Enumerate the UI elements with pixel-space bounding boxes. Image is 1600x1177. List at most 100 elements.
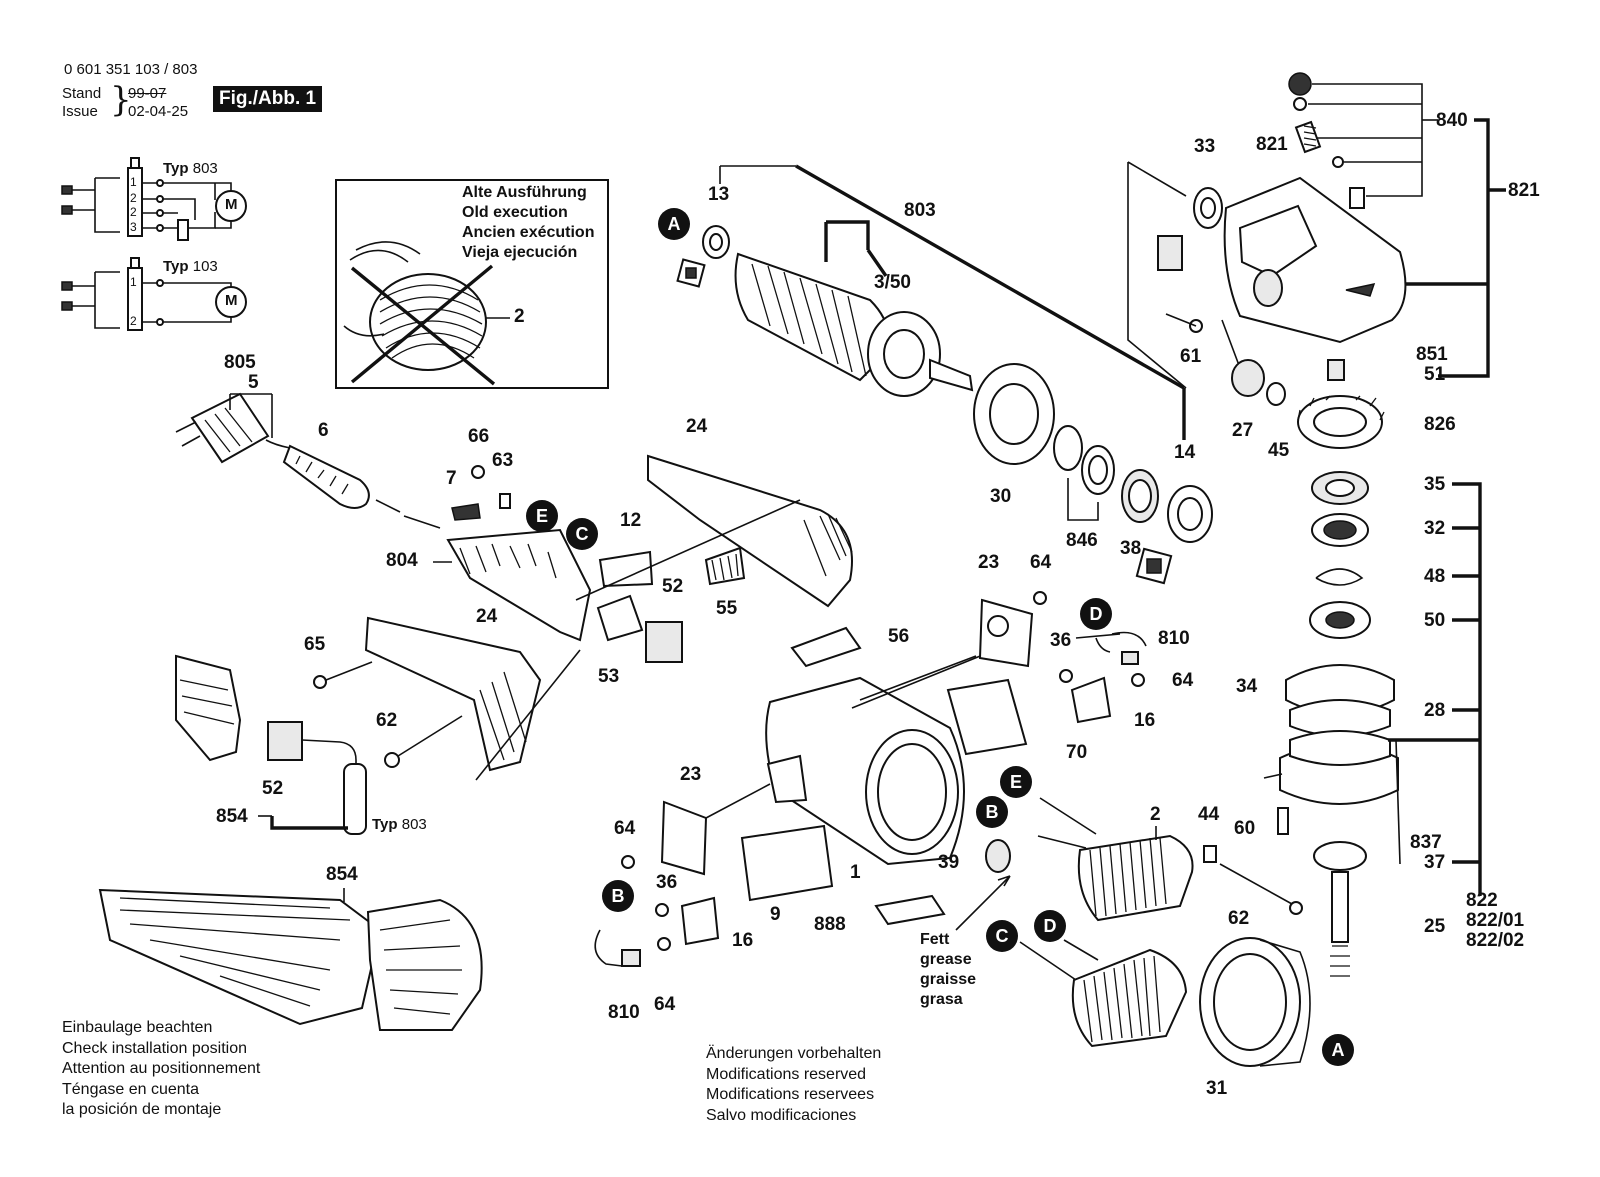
inset-caption: Alte Ausführung Old execution Ancien exé…: [462, 184, 595, 261]
motor-housing-1: [765, 647, 1001, 866]
callout-c-left: C: [566, 518, 598, 550]
part-label-826: 826: [1424, 414, 1456, 435]
part-label-44: 44: [1198, 804, 1220, 825]
part-label-1: 1: [850, 862, 861, 883]
part-label-16-right: 16: [1134, 710, 1156, 731]
part-label-52-left: 52: [262, 778, 284, 799]
part-label-65: 65: [304, 634, 326, 655]
part-label-51: 51: [1424, 364, 1446, 385]
armature-803: [719, 164, 1186, 440]
part-label-35: 35: [1424, 474, 1446, 495]
pin-label: 3: [130, 220, 137, 234]
part-label-23-bottom: 23: [680, 764, 702, 785]
gear-housing-821: [1127, 161, 1407, 389]
figure-label: Fig./Abb. 1: [213, 86, 323, 112]
wiring-diagram-103: [61, 257, 247, 331]
issue-label: Issue: [62, 103, 98, 120]
part-label-5: 5: [248, 372, 259, 393]
field-coil-2: [1037, 797, 1303, 922]
typ-803-note: Typ 803: [372, 816, 427, 833]
power-cord-805: [175, 392, 441, 529]
part-label-25: 25: [1424, 916, 1446, 937]
gear-train: [1231, 359, 1385, 639]
part-label-64-right: 64: [1172, 670, 1194, 691]
installation-note: Einbaulage beachten Check installation p…: [62, 1019, 261, 1118]
inset-part-number: 2: [514, 306, 525, 327]
part-label-53: 53: [598, 666, 620, 687]
part-label-6: 6: [318, 420, 329, 441]
part-label-48: 48: [1424, 566, 1446, 587]
grease-note: Fett grease graisse grasa: [920, 931, 977, 1008]
brace-symbol: }: [110, 80, 132, 120]
inset-old-execution: [335, 179, 609, 389]
switch-assembly-804: [433, 465, 683, 663]
part-label-64-top: 64: [1030, 552, 1052, 573]
part-label-9: 9: [770, 904, 781, 925]
modifications-note: Änderungen vorbehalten Modifications res…: [706, 1045, 882, 1124]
part-label-822: 822: [1466, 890, 1498, 911]
part-label-60: 60: [1234, 818, 1256, 839]
callout-e-left: E: [526, 500, 558, 532]
part-label-63: 63: [492, 450, 514, 471]
part-label-36-top: 36: [1050, 630, 1072, 651]
part-label-37: 37: [1424, 852, 1446, 873]
part-label-62-left: 62: [376, 710, 398, 731]
part-label-2: 2: [1150, 804, 1161, 825]
callout-a-top: A: [658, 208, 690, 240]
part-label-822-01: 822/01: [1466, 910, 1525, 931]
part-label-39: 39: [938, 852, 960, 873]
screws-65-62: [313, 661, 463, 768]
gear-ring-39: [955, 839, 1011, 931]
part-label-851: 851: [1416, 344, 1448, 365]
part-label-840: 840: [1436, 110, 1468, 131]
part-label-55: 55: [716, 598, 738, 619]
part-label-854-left: 854: [216, 806, 248, 827]
stand-label: Stand: [62, 85, 102, 102]
callout-e-right: E: [1000, 766, 1032, 798]
part-label-804: 804: [386, 550, 418, 571]
callout-a-bottom: A: [1322, 1034, 1354, 1066]
part-label-854-bottom: 854: [326, 864, 358, 885]
housing-half-24-bottom: [364, 616, 581, 781]
lock-button-840: [1288, 72, 1506, 378]
part-label-13: 13: [708, 184, 730, 205]
part-label-50: 50: [1424, 610, 1446, 631]
callout-c-right: C: [986, 920, 1018, 952]
part-label-24-bottom: 24: [476, 606, 498, 627]
wiring-typ-803: Typ 803: [163, 160, 218, 177]
housing-detail-854: [175, 654, 367, 835]
part-label-64-bottom: 64: [654, 994, 676, 1015]
issue-value: 02-04-25: [128, 103, 189, 120]
part-label-803: 803: [904, 200, 936, 221]
part-label-27: 27: [1232, 420, 1254, 441]
part-label-810-top: 810: [1158, 628, 1190, 649]
part-label-38: 38: [1120, 538, 1142, 559]
wiring-typ-103: Typ 103: [163, 258, 218, 275]
part-label-888: 888: [814, 914, 846, 935]
part-label-61: 61: [1180, 346, 1202, 367]
part-label-31: 31: [1206, 1078, 1228, 1099]
part-label-56: 56: [888, 626, 910, 647]
callout-d-top: D: [1080, 598, 1112, 630]
part-label-822-02: 822/02: [1466, 930, 1525, 951]
part-label-810-bottom: 810: [608, 1002, 640, 1023]
part-label-34: 34: [1236, 676, 1258, 697]
pin-label: 1: [130, 275, 137, 289]
part-label-12: 12: [620, 510, 642, 531]
part-label-3-50: 3/50: [874, 272, 911, 293]
part-label-805: 805: [224, 352, 256, 373]
part-label-821-right: 821: [1508, 180, 1540, 201]
part-label-32: 32: [1424, 518, 1446, 539]
part-label-23-top: 23: [978, 552, 1000, 573]
cap-23-bottom: [594, 783, 771, 967]
part-label-70: 70: [1066, 742, 1088, 763]
pin-label: 2: [130, 191, 137, 205]
part-label-16-bottom: 16: [732, 930, 754, 951]
part-number: 0 601 351 103 / 803: [64, 61, 198, 78]
pin-label: 2: [130, 205, 137, 219]
motor-symbol-top: M: [225, 196, 238, 213]
wiring-diagram-803: [61, 157, 247, 241]
fan-and-bearings: [973, 363, 1213, 585]
labels-stickers: [740, 626, 1028, 926]
